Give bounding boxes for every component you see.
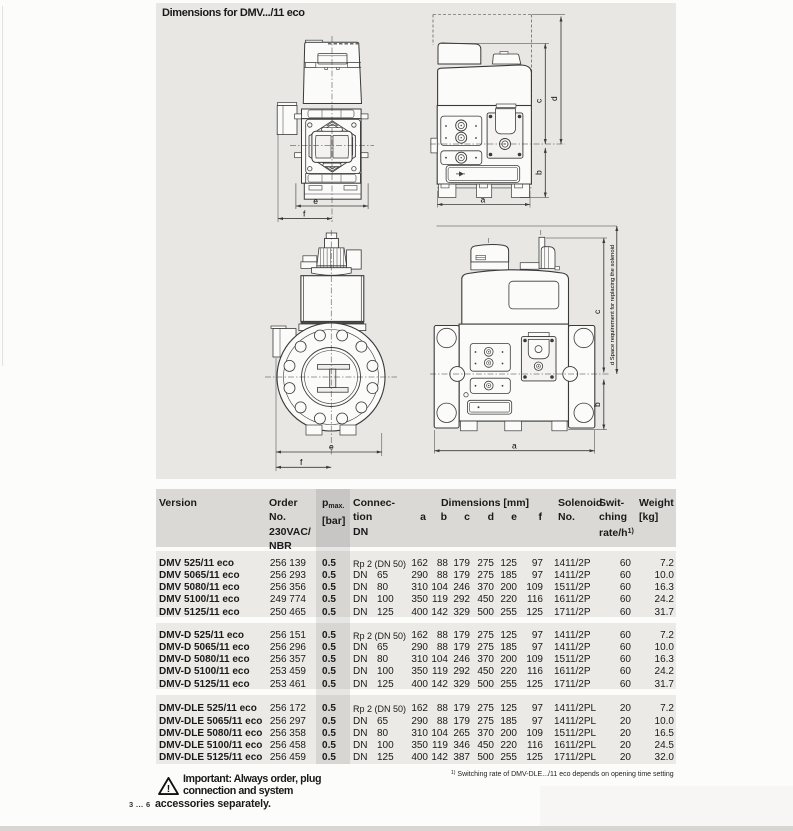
- svg-text:a: a: [512, 441, 517, 451]
- svg-text:f: f: [300, 457, 303, 467]
- svg-text:d Space requirement for replac: d Space requirement for replacing the so…: [610, 245, 616, 365]
- svg-text:c: c: [534, 98, 544, 103]
- svg-text:b: b: [592, 402, 602, 407]
- svg-text:c: c: [592, 309, 602, 314]
- svg-text:!: !: [167, 784, 170, 795]
- svg-text:e: e: [313, 196, 318, 206]
- svg-text:e: e: [329, 442, 334, 452]
- svg-text:d: d: [549, 96, 559, 101]
- svg-text:a: a: [481, 195, 486, 205]
- svg-text:f: f: [303, 209, 306, 219]
- svg-text:b: b: [534, 170, 544, 175]
